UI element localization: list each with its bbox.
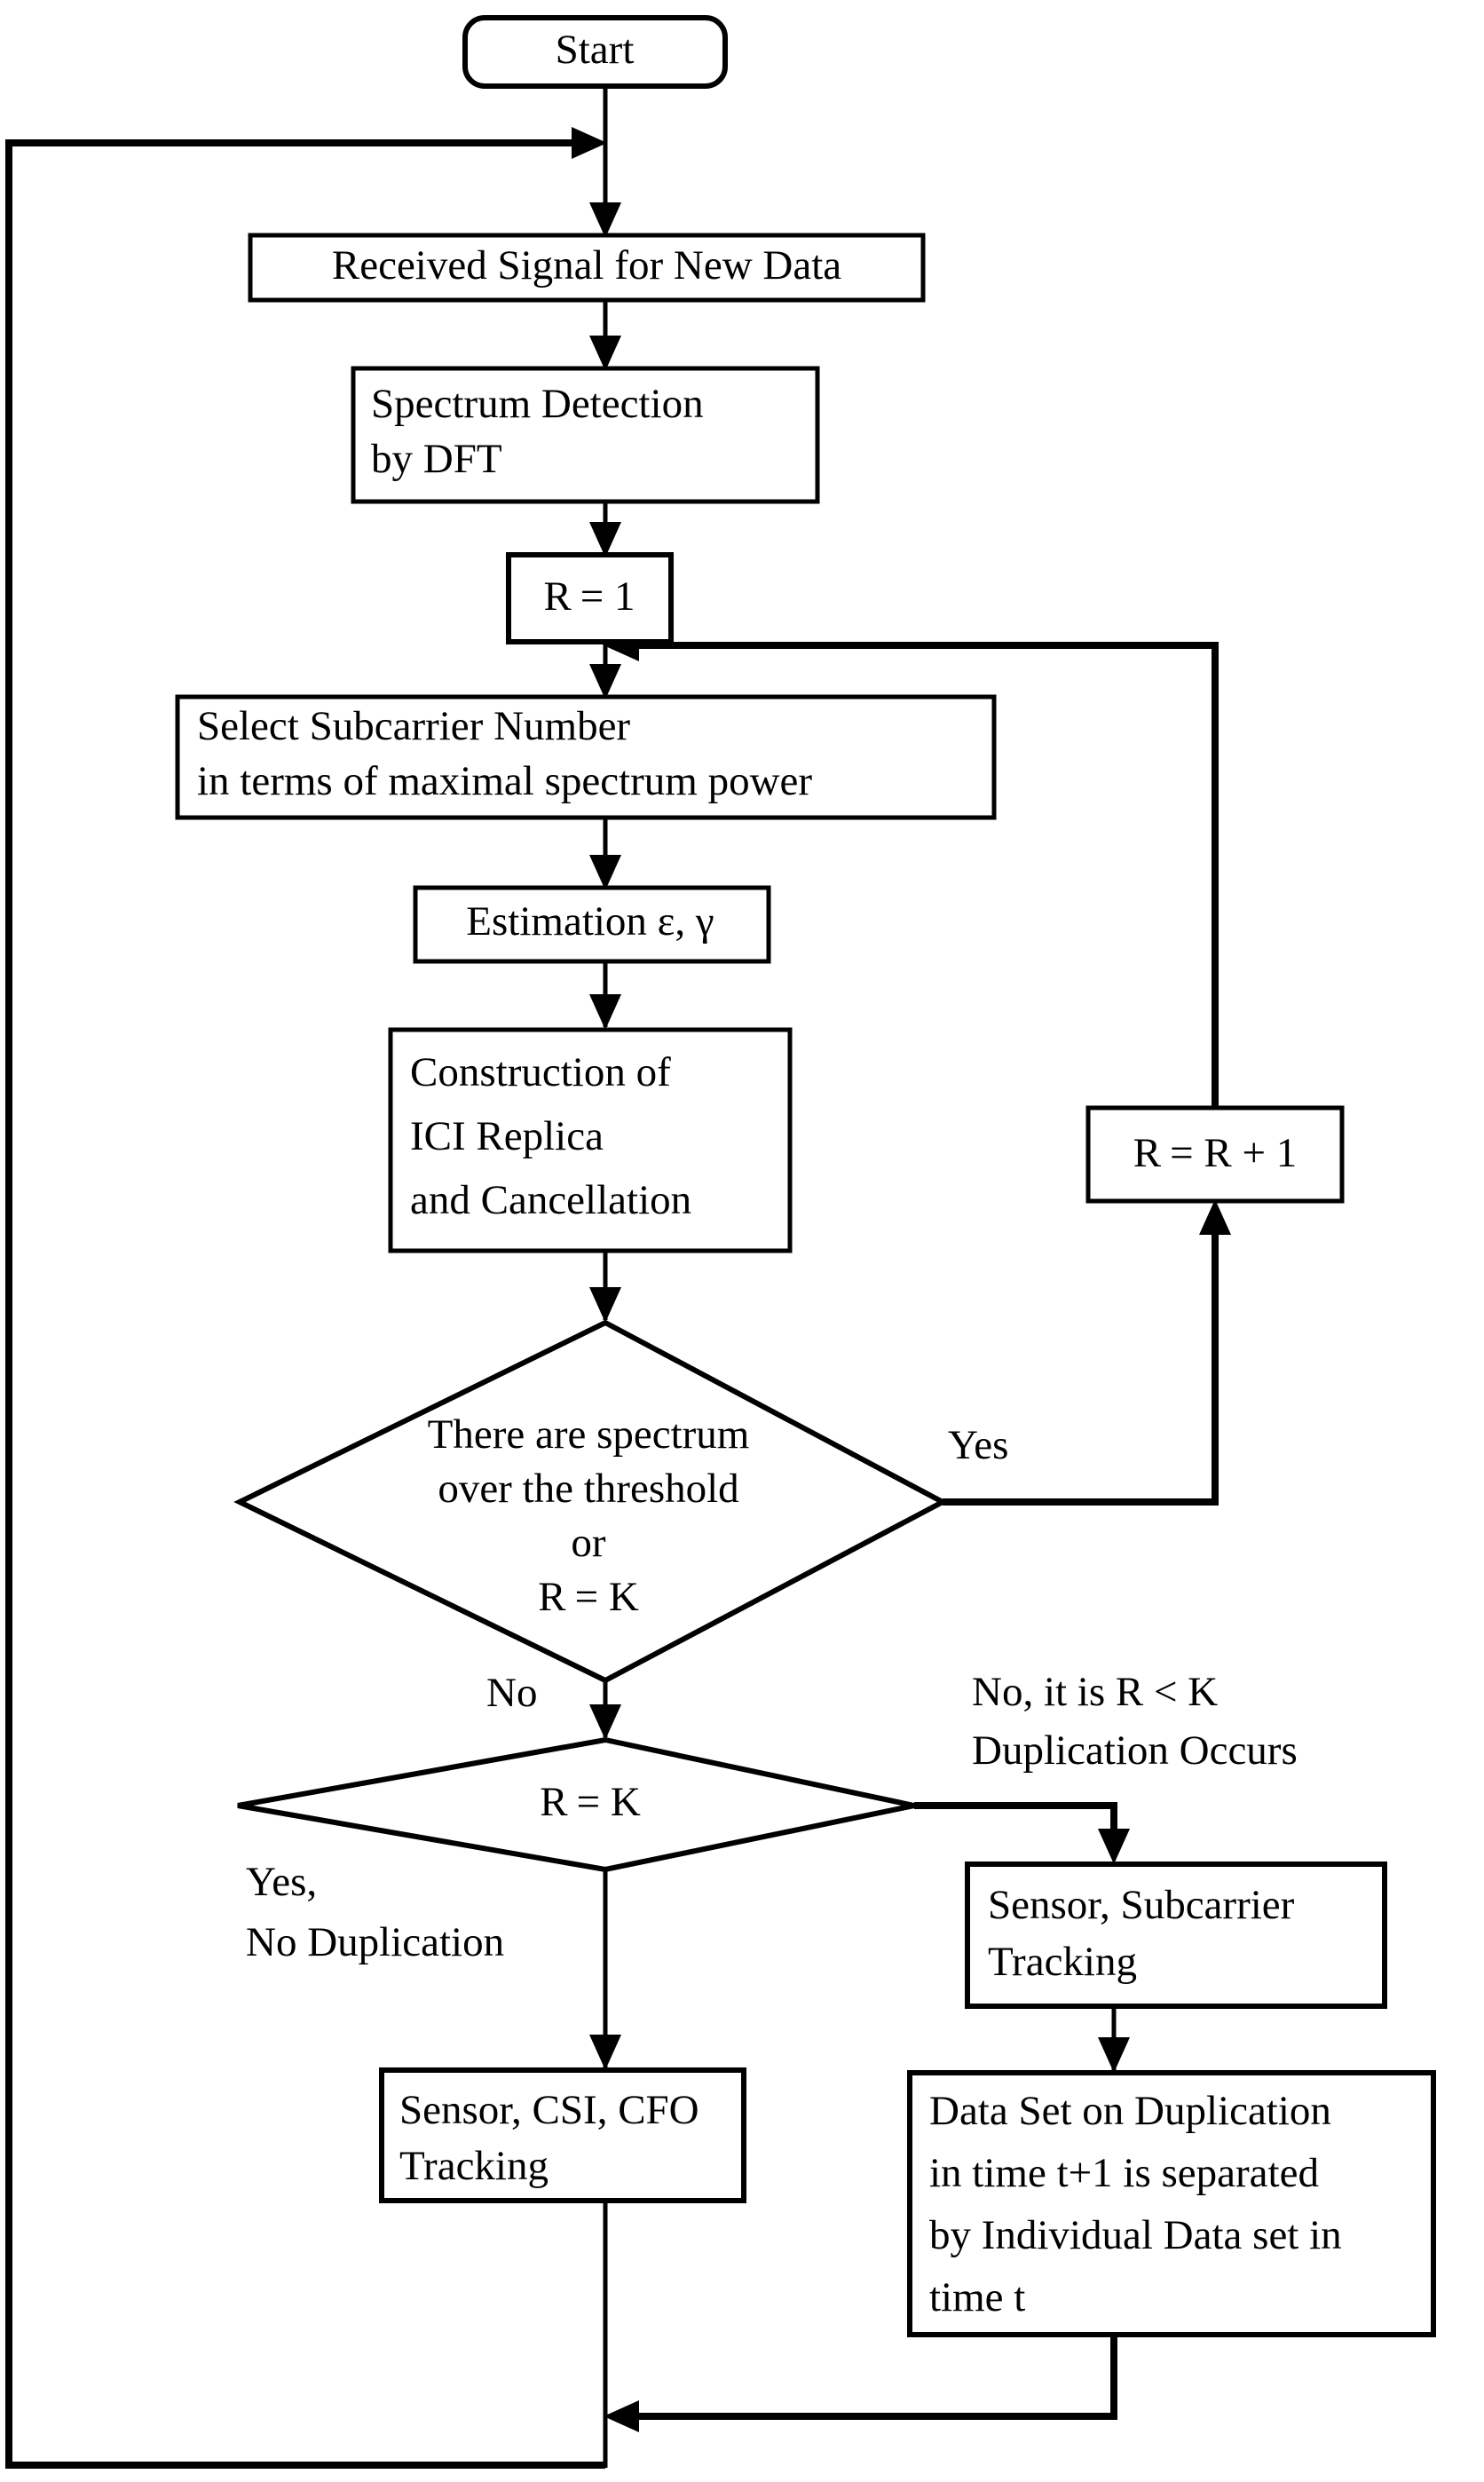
arrowhead-decision2-no: [1098, 1829, 1130, 1864]
node-sensor-csi-cfo[interactable]: [379, 2067, 746, 2203]
arrowhead-sensorsub-to-dataset: [1098, 2037, 1130, 2073]
node-decision-rk-label: R= K: [540, 1779, 641, 1825]
edge-label-no-rk-line1: No, it is R < K: [972, 1669, 1218, 1715]
edge-label-yes-no-duplication-line1: Yes,: [246, 1859, 317, 1905]
edge-label-yes-no-duplication-line2: No Duplication: [246, 1919, 504, 1965]
edge-label-no-rk-line2: Duplication Occurs: [972, 1727, 1298, 1774]
arrowhead-spectrum-to-rinit: [589, 522, 621, 557]
arrowhead-dataset-to-return: [604, 2400, 639, 2432]
node-decision-spectrum-line2: over the threshold: [438, 1466, 738, 1512]
arrowhead-decision2-yes: [589, 2035, 621, 2070]
node-data-set-duplication[interactable]: [907, 2070, 1436, 2337]
arrowhead-junction-to-select: [589, 664, 621, 700]
arrowhead-select-to-estimation: [589, 855, 621, 890]
node-select-subcarrier-line2: in terms of maximal spectrum power: [197, 758, 812, 804]
edge-label-yes-spectrum: Yes: [948, 1422, 1008, 1468]
node-decision-spectrum[interactable]: [233, 1319, 949, 1684]
node-construction-line3: and Cancellation: [410, 1177, 691, 1223]
node-decision-spectrum-line3: or: [571, 1520, 606, 1566]
arrowhead-estimation-to-construction: [589, 994, 621, 1030]
node-spectrum-detection-line1: Spectrum Detection: [371, 381, 704, 427]
node-data-set-duplication-line2: in time t+1 is separated: [929, 2150, 1319, 2196]
node-decision-spectrum-line1: There are spectrum: [428, 1411, 750, 1458]
connector-global-feedback-loop: [5, 139, 605, 2469]
connector-decision1-yes-to-rincrement: [943, 1221, 1219, 1506]
node-spectrum-detection[interactable]: [351, 366, 820, 504]
arrowhead-decision1-no: [589, 1704, 621, 1740]
node-sensor-csi-cfo-line1: Sensor, CSI, CFO: [399, 2087, 699, 2133]
node-r-increment[interactable]: [1085, 1105, 1345, 1204]
node-spectrum-detection-line2: by DFT: [371, 436, 502, 482]
node-sensor-subcarrier[interactable]: [965, 1862, 1387, 2009]
node-construction-line2: ICI Replica: [410, 1113, 604, 1159]
node-received-signal[interactable]: [248, 233, 926, 303]
arrowhead-construction-to-decision1: [589, 1287, 621, 1323]
node-construction-line1: Construction of: [410, 1049, 671, 1095]
node-data-set-duplication-line3: by Individual Data set in: [929, 2212, 1342, 2258]
node-select-subcarrier[interactable]: [175, 694, 997, 820]
node-start-label: Start: [556, 27, 635, 73]
connector-decision2-no-to-sensorsub: [914, 1802, 1117, 1842]
node-estimation[interactable]: [413, 885, 771, 964]
connector-dataset-to-return: [625, 2335, 1117, 2420]
node-r-init-label: R= 1: [543, 573, 635, 620]
connector-rincrement-feedback: [623, 642, 1219, 1108]
arrowhead-start-to-received: [589, 202, 621, 238]
arrowhead-global-feedback: [572, 127, 607, 159]
node-decision-spectrum-line4: R= K: [538, 1574, 639, 1620]
node-r-init[interactable]: [506, 552, 674, 644]
node-sensor-csi-cfo-line2: Tracking: [399, 2143, 549, 2189]
arrowhead-decision1-yes: [1199, 1199, 1231, 1235]
node-construction[interactable]: [388, 1027, 793, 1253]
edge-label-no-spectrum: No: [486, 1670, 537, 1716]
node-r-increment-label: R= R + 1: [1133, 1130, 1297, 1176]
node-sensor-subcarrier-line1: Sensor, Subcarrier: [988, 1882, 1295, 1928]
node-decision-rk[interactable]: [237, 1736, 915, 1873]
node-data-set-duplication-line4: time t: [929, 2274, 1025, 2320]
node-data-set-duplication-line1: Data Set on Duplication: [929, 2088, 1331, 2134]
node-start[interactable]: [462, 15, 728, 89]
arrowhead-received-to-spectrum: [589, 336, 621, 371]
node-estimation-label: Estimation ε, γ: [466, 898, 714, 945]
node-select-subcarrier-line1: Select Subcarrier Number: [197, 703, 630, 749]
node-received-signal-label: Received Signal for New Data: [332, 242, 841, 289]
node-sensor-subcarrier-line2: Tracking: [988, 1939, 1137, 1985]
